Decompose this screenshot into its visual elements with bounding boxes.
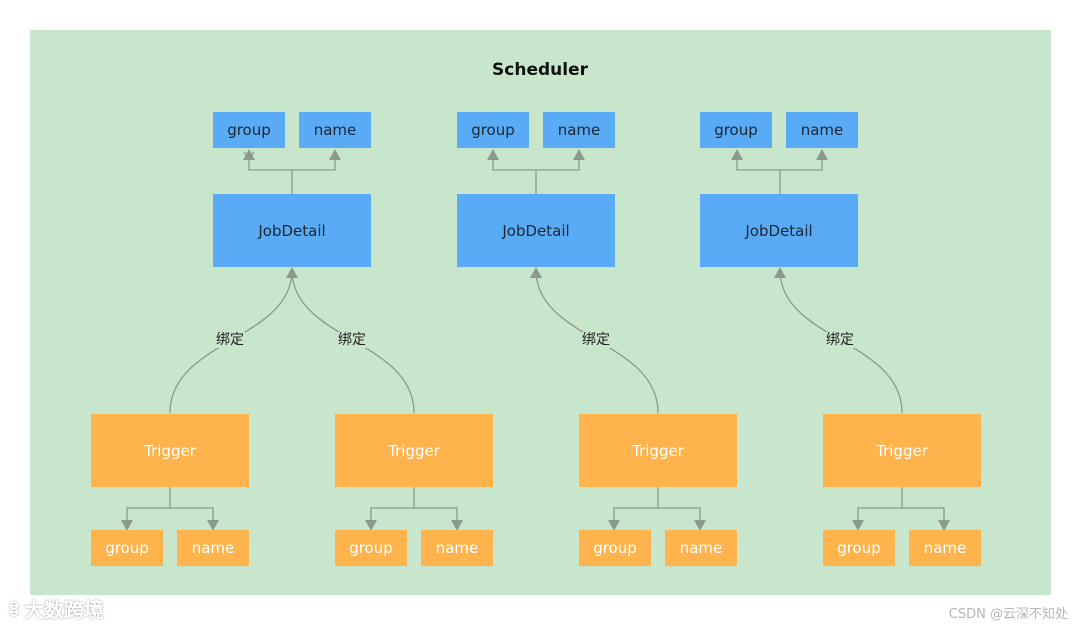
brand-text: 大数跨境 [24, 598, 104, 622]
connector [902, 507, 945, 527]
trigger-name-box: name [665, 530, 737, 566]
brand-logo-icon: ꗊ [8, 596, 20, 621]
binding-label: 绑定 [215, 332, 245, 348]
connector [292, 152, 336, 171]
connector [780, 152, 823, 171]
connector [370, 487, 415, 527]
job-detail-box: JobDetail [700, 194, 858, 267]
trigger-name-box: name [421, 530, 493, 566]
trigger-box: Trigger [823, 414, 981, 487]
connector [736, 152, 781, 194]
brand-watermark: ꗊ 大数跨境 [8, 594, 104, 623]
job-name-box: name [786, 112, 858, 148]
csdn-watermark: CSDN @云深不知处 [948, 607, 1068, 622]
connector [492, 152, 537, 194]
job-group-box: group [457, 112, 529, 148]
trigger-group-box: group [91, 530, 163, 566]
trigger-box: Trigger [91, 414, 249, 487]
binding-label: 绑定 [337, 332, 367, 348]
connector [414, 507, 458, 527]
job-group-box: group [700, 112, 772, 148]
trigger-box: Trigger [335, 414, 493, 487]
connector [613, 487, 659, 527]
job-detail-box: JobDetail [213, 194, 371, 267]
trigger-group-box: group [579, 530, 651, 566]
binding-label: 绑定 [825, 332, 855, 348]
scheduler-container [30, 30, 1051, 595]
connector [658, 507, 701, 527]
scheduler-title: Scheduler [492, 60, 588, 80]
job-group-box: group [213, 112, 285, 148]
job-detail-box: JobDetail [457, 194, 615, 267]
connector [248, 152, 293, 194]
trigger-box: Trigger [579, 414, 737, 487]
trigger-group-box: group [335, 530, 407, 566]
trigger-name-box: name [177, 530, 249, 566]
connector [536, 152, 580, 171]
job-name-box: name [543, 112, 615, 148]
connector [857, 487, 903, 527]
connector [170, 507, 214, 527]
connector [126, 487, 171, 527]
binding-label: 绑定 [581, 332, 611, 348]
trigger-name-box: name [909, 530, 981, 566]
trigger-group-box: group [823, 530, 895, 566]
job-name-box: name [299, 112, 371, 148]
